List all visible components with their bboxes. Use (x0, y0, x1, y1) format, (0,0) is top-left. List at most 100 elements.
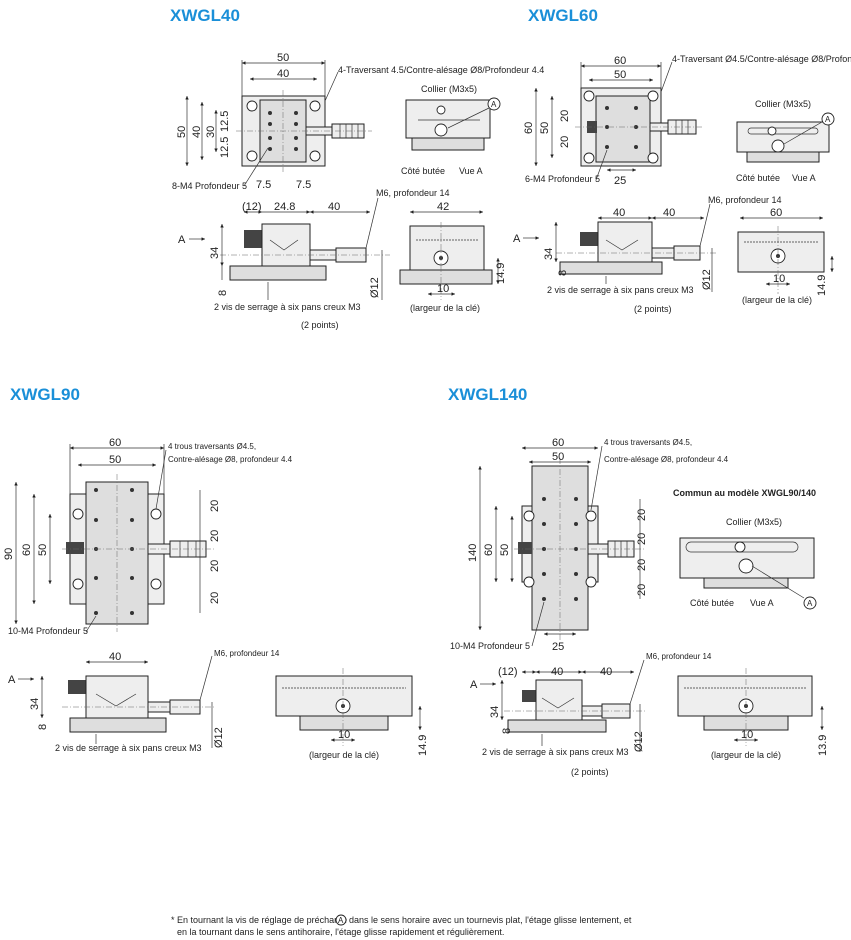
xwgl140-dim-140: 140 (467, 544, 479, 562)
common-note-stop: Côté butée (690, 598, 734, 608)
xwgl60-view-a: Collier (M3x5) A Côté butée Vue A (736, 99, 835, 183)
xwgl90-dim-34: 34 (29, 698, 41, 710)
svg-text:A: A (178, 234, 186, 246)
xwgl140-dim-20c: 20 (636, 559, 648, 571)
footnote-circle-a (335, 914, 347, 926)
xwgl90-note-holes2: Contre-alésage Ø8, profondeur 4.4 (168, 455, 293, 464)
svg-text:A: A (8, 674, 16, 686)
xwgl60-dim-34: 34 (543, 248, 555, 260)
xwgl40-dim-14-9: 14.9 (495, 263, 507, 284)
xwgl140-dim-20a: 20 (636, 509, 648, 521)
svg-text:A: A (825, 115, 831, 124)
xwgl140-dim-60: 60 (552, 437, 564, 449)
xwgl60-top-view: 60 50 60 50 20 20 25 4-Traversant Ø4.5/C… (523, 54, 851, 187)
xwgl60-tapped-holes (605, 106, 638, 149)
xwgl40-note-key: (largeur de la clé) (410, 303, 480, 313)
xwgl40-circle-a (487, 97, 501, 111)
xwgl90-note-holes1: 4 trous traversants Ø4.5, (168, 442, 256, 451)
xwgl90-dim-20d: 20 (209, 592, 221, 604)
xwgl90-note-taps: 10-M4 Profondeur 5 (8, 626, 88, 636)
xwgl90-tapped-holes (94, 488, 134, 615)
xwgl140-side-view: A (12) 40 40 34 8 M6, profondeur 14 Ø12 … (470, 652, 712, 777)
xwgl40-note-view: Vue A (459, 166, 483, 176)
common-note-collar: Collier (M3x5) (726, 517, 782, 527)
xwgl140-end-view: 10 (largeur de la clé) 13.9 (677, 668, 829, 760)
xwgl40-dim-phi12: Ø12 (369, 277, 381, 298)
xwgl40-dim-40: 40 (277, 68, 289, 80)
xwgl40-dim-24-8: 24.8 (274, 201, 295, 213)
xwgl60-note-screws: 2 vis de serrage à six pans creux M3 (547, 285, 694, 295)
xwgl60-dim-40a: 40 (613, 207, 625, 219)
xwgl60-dim-60v: 60 (523, 122, 535, 134)
xwgl40-dim-50: 50 (277, 52, 289, 64)
xwgl40-note-screws: 2 vis de serrage à six pans creux M3 (214, 302, 361, 312)
xwgl140-note-screws: 2 vis de serrage à six pans creux M3 (482, 747, 629, 757)
common-note-view: Vue A (750, 598, 774, 608)
xwgl140-note-points: (2 points) (571, 767, 609, 777)
xwgl60-note-view: Vue A (792, 173, 816, 183)
xwgl40-counterbore-hole (246, 100, 258, 112)
xwgl140-section: XWGL140 60 50 (448, 385, 829, 777)
xwgl60-dim-20b: 20 (559, 136, 571, 148)
xwgl40-view-a-base (411, 137, 485, 151)
xwgl40-end-view: 42 10 (largeur de la clé) 14.9 (399, 201, 507, 313)
xwgl40-note-m6: M6, profondeur 14 (376, 188, 450, 198)
xwgl40-tapped-holes (268, 111, 298, 151)
xwgl90-dim-40: 40 (109, 651, 121, 663)
xwgl40-adjust-screw (434, 123, 448, 137)
xwgl90-note-key: (largeur de la clé) (309, 750, 379, 760)
xwgl40-end-body (409, 225, 485, 271)
xwgl40-side-body (261, 223, 311, 267)
xwgl140-note-key: (largeur de la clé) (711, 750, 781, 760)
xwgl140-title: XWGL140 (448, 385, 527, 404)
xwgl90-end-view: 10 (largeur de la clé) 14.9 (275, 668, 429, 760)
xwgl40-collar (436, 105, 446, 115)
xwgl40-dim-7-5a: 7.5 (256, 179, 271, 191)
xwgl90-title: XWGL90 (10, 385, 80, 404)
xwgl90-dim-14-9: 14.9 (417, 735, 429, 756)
xwgl40-side-knob (244, 230, 262, 248)
xwgl40-note-collar: Collier (M3x5) (421, 84, 477, 94)
xwgl90-dim-50v: 50 (37, 544, 49, 556)
svg-text:A: A (470, 679, 478, 691)
xwgl40-section: XWGL40 50 40 (170, 6, 544, 330)
xwgl40-counterbore-hole (246, 150, 258, 162)
xwgl90-dim-20a: 20 (209, 500, 221, 512)
xwgl60-note-stop: Côté butée (736, 173, 780, 183)
xwgl60-side-view: A 40 40 34 8 M6, profondeur 14 Ø12 2 vis… (513, 195, 782, 314)
xwgl140-note-holes1: 4 trous traversants Ø4.5, (604, 438, 692, 447)
xwgl40-dim-34: 34 (209, 247, 221, 259)
xwgl140-dim-8: 8 (501, 728, 513, 734)
xwgl140-dim-34: 34 (489, 706, 501, 718)
xwgl90-side-view: A 40 34 8 M6, profondeur 14 Ø12 2 vis de… (8, 649, 280, 753)
xwgl90-section: XWGL90 60 50 (3, 385, 429, 760)
xwgl40-note-taps: 8-M4 Profondeur 5 (172, 181, 247, 191)
xwgl40-side-base (229, 265, 327, 281)
xwgl40-dim-12-5a: 12.5 (219, 111, 231, 132)
xwgl40-note-holes: 4-Traversant 4.5/Contre-alésage Ø8/Profo… (338, 65, 544, 75)
xwgl40-dim-8: 8 (217, 290, 229, 296)
xwgl60-dim-25: 25 (614, 175, 626, 187)
xwgl40-view-a-body (405, 99, 491, 139)
xwgl40-dim-40b: 40 (328, 201, 340, 213)
xwgl140-dim-phi12: Ø12 (633, 731, 645, 752)
xwgl60-note-key: (largeur de la clé) (742, 295, 812, 305)
xwgl140-tapped-holes (542, 497, 578, 601)
xwgl140-top-view: 60 50 140 60 50 20 20 20 20 25 4 trous t… (450, 437, 729, 653)
xwgl140-note-m6: M6, profondeur 14 (646, 652, 712, 661)
xwgl40-dim-12-5b: 12.5 (219, 137, 231, 158)
xwgl90-dim-60v: 60 (21, 544, 33, 556)
xwgl40-title: XWGL40 (170, 6, 240, 25)
svg-text:A: A (513, 233, 521, 245)
xwgl40-dim-10: 10 (437, 283, 449, 295)
xwgl60-section: XWGL60 60 50 60 50 20 (513, 6, 851, 314)
common-title: Commun au modèle XWGL90/140 (673, 488, 816, 498)
xwgl60-dim-60b: 60 (770, 207, 782, 219)
xwgl40-top-view: 50 40 50 40 30 12.5 12.5 7.5 7.5 4-Trave… (172, 52, 544, 191)
xwgl60-end-view: 60 10 (largeur de la clé) 14.9 (737, 207, 834, 305)
svg-text:A: A (807, 599, 813, 608)
xwgl60-dim-20a: 20 (559, 110, 571, 122)
xwgl60-title: XWGL60 (528, 6, 598, 25)
xwgl90-dim-20b: 20 (209, 530, 221, 542)
xwgl140-dim-25: 25 (552, 641, 564, 653)
